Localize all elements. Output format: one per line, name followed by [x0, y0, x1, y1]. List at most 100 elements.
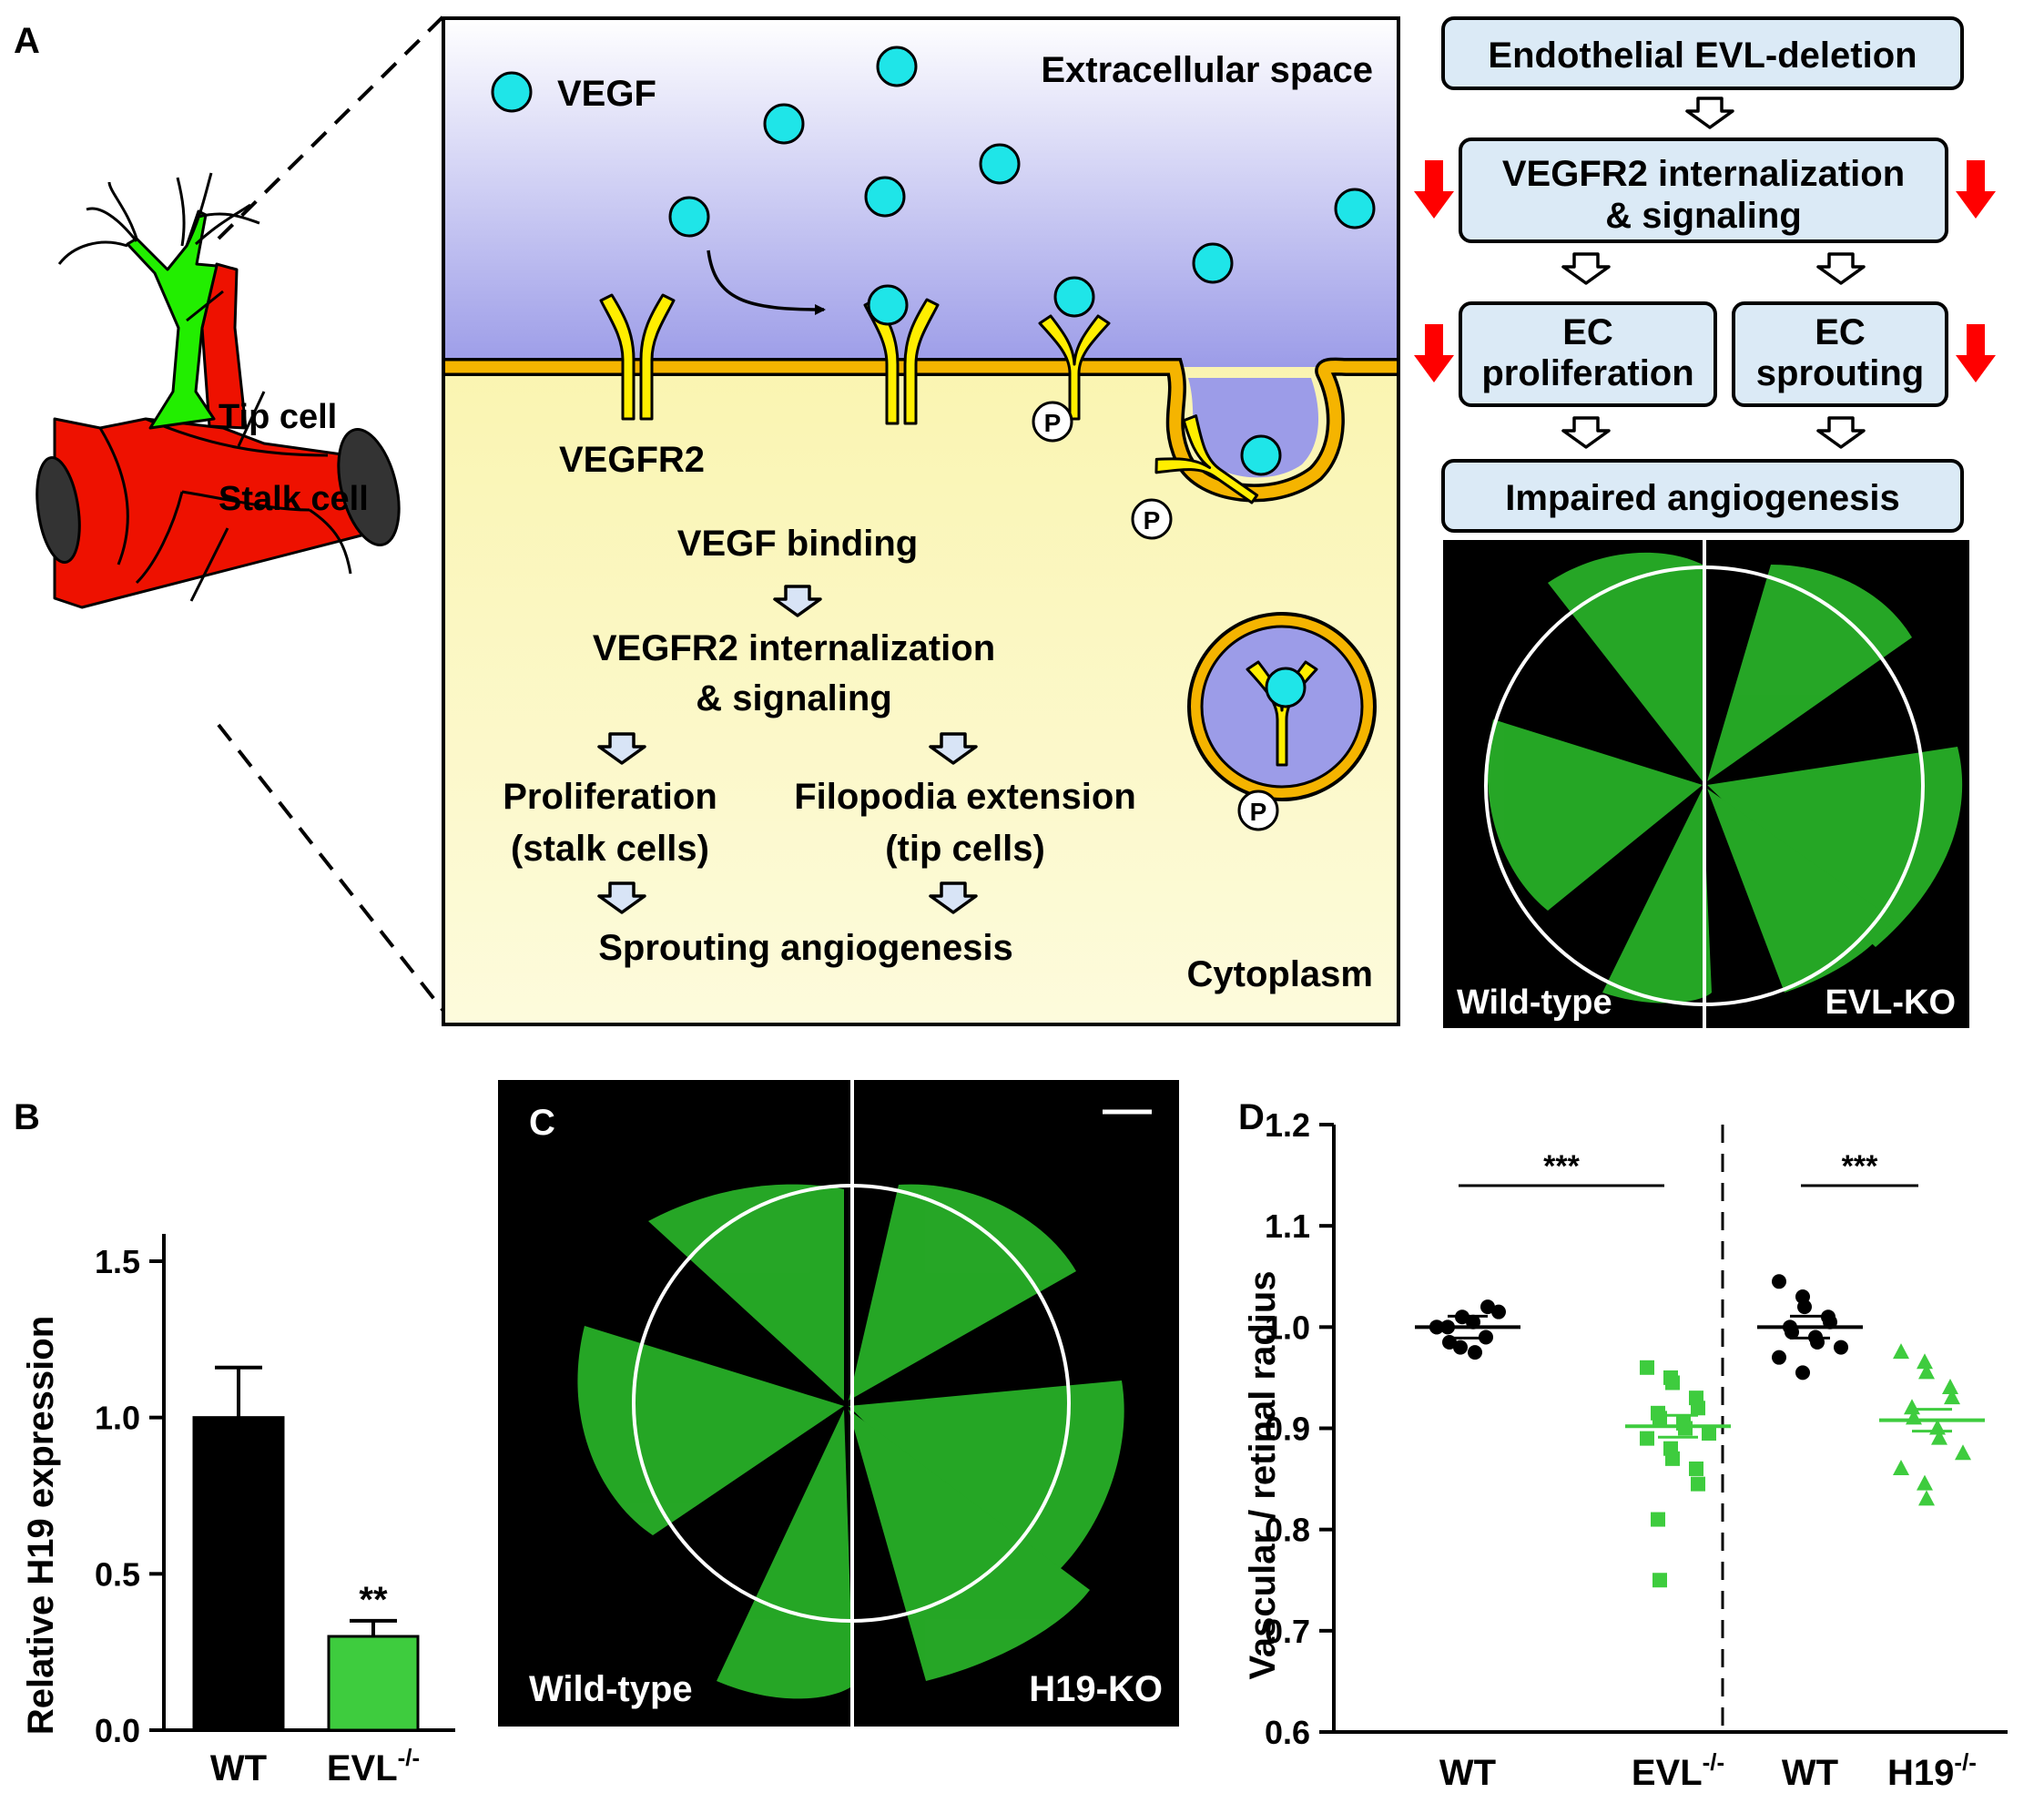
- b-y-tick-label: 1.0: [95, 1400, 140, 1437]
- scatter-point: [1651, 1512, 1665, 1527]
- scatter-point: [1917, 1353, 1933, 1370]
- scatter-point: [1944, 1389, 1960, 1405]
- b-x-tick-label: EVL-/-: [327, 1744, 420, 1788]
- pathway-stalk-cells: (stalk cells): [511, 829, 709, 869]
- panel-letter-a: A: [14, 21, 40, 61]
- membrane-box: [442, 16, 1400, 1026]
- pathway-sprouting: Sprouting angiogenesis: [598, 928, 1013, 968]
- scatter-point: [1480, 1299, 1495, 1315]
- phospho-text: P: [1044, 409, 1062, 437]
- scatter-point: [1702, 1426, 1716, 1442]
- panel-d-chart: D Vascular / retinal radius 0.6 0.7 0.8 0.9…: [1238, 1097, 2008, 1793]
- scatter-point: [1665, 1451, 1680, 1466]
- d-y-tick-label: 0.8: [1265, 1512, 1310, 1549]
- d-y-tick-label: 0.7: [1265, 1613, 1310, 1650]
- scatter-point: [1918, 1490, 1935, 1506]
- b-x-tick-label: WT: [210, 1748, 267, 1788]
- zoom-line-top: [217, 15, 445, 240]
- pathway-signaling: & signaling: [696, 678, 892, 718]
- tip-cell-label: Tip cell: [219, 398, 337, 436]
- cytoplasm-label: Cytoplasm: [1187, 954, 1374, 994]
- scatter-point: [1955, 1444, 1971, 1461]
- d-x-tick-label: H19-/-: [1887, 1748, 1977, 1793]
- panel-a: A Tip cell Stalk cell: [14, 15, 1996, 1028]
- vegfr2-label: VEGFR2: [559, 440, 705, 480]
- retina-c-h19-ko: H19-KO: [1029, 1669, 1163, 1709]
- panel-letter-c: C: [529, 1103, 555, 1143]
- scatter-point: [1893, 1343, 1909, 1360]
- d-y-tick-label: 0.6: [1265, 1714, 1310, 1751]
- retina-a-evl-ko: EVL-KO: [1825, 983, 1956, 1022]
- pathway-internalization: VEGFR2 internalization: [593, 628, 995, 668]
- b-y-axis-label: Relative H19 expression: [21, 1316, 61, 1735]
- d-x-tick-label: EVL-/-: [1632, 1748, 1724, 1793]
- flow-box-internalization: [1459, 138, 1948, 243]
- panel-b-chart: B Relative H19 expression 0.0 0.5 1.0 1.5WT…: [14, 1097, 455, 1788]
- flow-box-sprouting: [1732, 301, 1948, 407]
- scatter-point: [1665, 1375, 1680, 1391]
- scatter-point: [1652, 1573, 1667, 1588]
- panel-letter-b: B: [14, 1097, 40, 1137]
- b-significance: **: [359, 1580, 388, 1620]
- down-arrow-icon: [1414, 324, 1454, 382]
- panel-letter-d: D: [1238, 1097, 1265, 1137]
- pathway-binding: VEGF binding: [677, 524, 918, 564]
- d-y-axis-label: Vascular / retinal radius: [1243, 1270, 1283, 1679]
- scatter-point: [1893, 1459, 1909, 1475]
- flow-sprouting: sprouting: [1756, 353, 1924, 393]
- flow-deletion: Endothelial EVL-deletion: [1488, 36, 1917, 76]
- scatter-point: [1453, 1340, 1468, 1355]
- vessel-diagram: [36, 172, 401, 609]
- binding-arrow: [707, 250, 826, 315]
- d-y-tick-label: 1.2: [1265, 1106, 1310, 1144]
- scatter-point: [1640, 1431, 1654, 1446]
- scatter-point: [1691, 1401, 1705, 1416]
- b-y-tick-label: 0.0: [95, 1712, 140, 1749]
- scatter-point: [1772, 1350, 1786, 1365]
- scatter-point: [1678, 1421, 1693, 1436]
- b-y-tick-label: 1.5: [95, 1243, 140, 1280]
- d-significance: ***: [1842, 1149, 1878, 1184]
- scatter-point: [1491, 1304, 1506, 1319]
- pathway-tip-cells: (tip cells): [885, 829, 1045, 869]
- flow-impaired: Impaired angiogenesis: [1505, 478, 1899, 518]
- retina-c-wildtype: Wild-type: [529, 1669, 693, 1709]
- d-y-tick-label: 1.1: [1265, 1207, 1310, 1245]
- phospho-markers: P P P: [1032, 401, 1279, 831]
- scatter-point: [1834, 1340, 1848, 1355]
- scatter-point: [1468, 1345, 1482, 1360]
- scatter-point: [1931, 1429, 1947, 1445]
- bar-evl: [327, 1635, 420, 1732]
- flow-box-deletion: [1441, 16, 1964, 90]
- vegf-label: VEGF: [557, 74, 656, 114]
- d-x-tick-label: WT: [1439, 1753, 1496, 1793]
- phospho-text: P: [1250, 798, 1267, 826]
- scatter-point: [1797, 1299, 1812, 1315]
- b-y-tick-label: 0.5: [95, 1555, 140, 1593]
- scatter-point: [1795, 1365, 1810, 1380]
- scatter-point: [1942, 1379, 1958, 1395]
- flow-signaling: & signaling: [1605, 196, 1802, 236]
- pathway: VEGF binding VEGFR2 internalization & si…: [503, 524, 1136, 968]
- retina-a-wildtype: Wild-type: [1457, 983, 1612, 1022]
- flow-box-impaired: [1441, 459, 1964, 533]
- flowchart: Endothelial EVL-deletion VEGFR2 internal…: [1414, 16, 1996, 533]
- d-significance: ***: [1543, 1149, 1580, 1184]
- scatter-point: [1640, 1360, 1654, 1375]
- scatter-point: [1772, 1274, 1786, 1289]
- flow-box-proliferation: [1459, 301, 1717, 407]
- pathway-filopodia: Filopodia extension: [794, 777, 1136, 817]
- retina-image-a: [1443, 540, 1969, 1028]
- bar-wt: [192, 1416, 285, 1732]
- down-arrow-icon: [1414, 160, 1454, 219]
- scatter-point: [1904, 1399, 1920, 1415]
- d-y-tick-label: 0.9: [1265, 1411, 1310, 1448]
- pathway-proliferation: Proliferation: [503, 777, 717, 817]
- flow-ec-2: EC: [1815, 312, 1866, 352]
- d-x-tick-label: WT: [1782, 1753, 1838, 1793]
- down-arrow-icon: [1956, 160, 1996, 219]
- flow-internalization: VEGFR2 internalization: [1502, 154, 1905, 194]
- zoom-line-bottom: [217, 723, 445, 1013]
- panel-c-retina: C Wild-type H19-KO: [498, 1080, 1179, 1727]
- flow-ec-1: EC: [1562, 312, 1613, 352]
